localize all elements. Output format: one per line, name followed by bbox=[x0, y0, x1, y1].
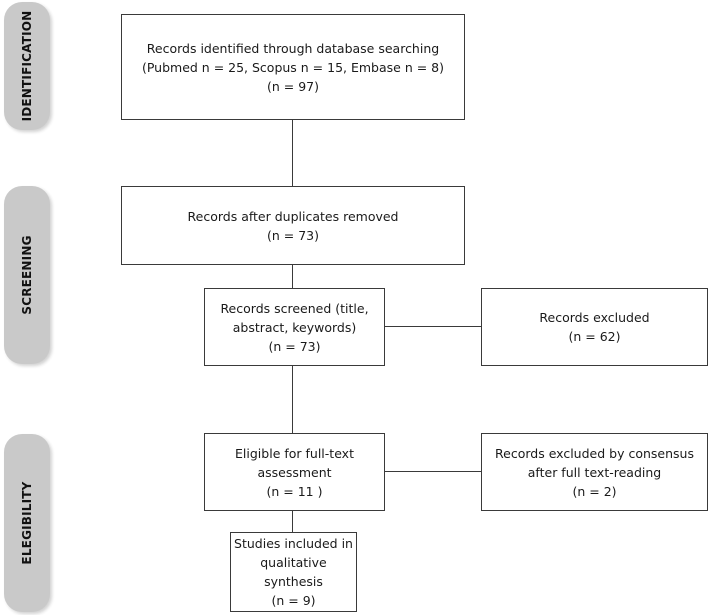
phase-screening-label: SCREENING bbox=[20, 235, 34, 315]
box-records-screened-line1: Records screened (title, bbox=[220, 300, 369, 316]
box-excluded-by-consensus-line2: after full text-reading bbox=[527, 464, 662, 480]
phase-screening: SCREENING bbox=[4, 186, 50, 364]
box-records-excluded: Records excluded (n = 62) bbox=[481, 288, 708, 366]
box-records-screened-line2: abstract, keywords) bbox=[232, 319, 357, 335]
box-records-excluded-line2: (n = 62) bbox=[568, 329, 621, 344]
box-studies-included: Studies included in qualitative synthesi… bbox=[230, 532, 357, 612]
phase-identification-label: IDENTIFICATION bbox=[20, 10, 34, 122]
connector-duplicates-to-screened bbox=[292, 264, 293, 289]
phase-eligibility-label: ELEGIBILITY bbox=[20, 481, 34, 565]
box-excluded-by-consensus: Records excluded by consensus after full… bbox=[481, 433, 708, 511]
connector-eligible-to-excluded-consensus bbox=[384, 471, 482, 472]
box-studies-included-line1: Studies included in bbox=[234, 536, 353, 551]
box-records-screened: Records screened (title, abstract, keywo… bbox=[204, 288, 385, 366]
box-records-identified-line2: (Pubmed n = 25, Scopus n = 15, Embase n … bbox=[141, 59, 445, 75]
box-eligible-full-text-line2: assessment bbox=[257, 464, 332, 480]
box-duplicates-removed: Records after duplicates removed (n = 73… bbox=[121, 186, 465, 265]
box-duplicates-removed-line2: (n = 73) bbox=[266, 227, 319, 243]
box-eligible-full-text-line1: Eligible for full-text bbox=[235, 445, 354, 461]
box-records-excluded-line1: Records excluded bbox=[539, 310, 650, 325]
box-studies-included-line3: (n = 9) bbox=[271, 593, 316, 608]
connector-eligible-to-included bbox=[292, 510, 293, 533]
box-excluded-by-consensus-line1: Records excluded by consensus bbox=[495, 445, 694, 461]
box-excluded-by-consensus-line3: (n = 2) bbox=[572, 483, 617, 499]
phase-eligibility: ELEGIBILITY bbox=[4, 434, 50, 612]
box-eligible-full-text-line3: (n = 11 ) bbox=[266, 483, 323, 499]
box-records-identified-line3: (n = 97) bbox=[266, 78, 319, 94]
connector-identified-to-duplicates bbox=[292, 119, 293, 186]
box-records-screened-line3: (n = 73) bbox=[268, 338, 321, 354]
box-duplicates-removed-line1: Records after duplicates removed bbox=[187, 208, 399, 224]
connector-screened-to-eligible bbox=[292, 365, 293, 434]
box-eligible-full-text: Eligible for full-text assessment (n = 1… bbox=[204, 433, 385, 511]
box-records-identified: Records identified through database sear… bbox=[121, 14, 465, 120]
box-records-identified-line1: Records identified through database sear… bbox=[146, 40, 440, 56]
box-studies-included-line2: qualitative synthesis bbox=[260, 555, 327, 589]
phase-identification: IDENTIFICATION bbox=[4, 2, 50, 130]
connector-screened-to-excluded bbox=[384, 326, 482, 327]
